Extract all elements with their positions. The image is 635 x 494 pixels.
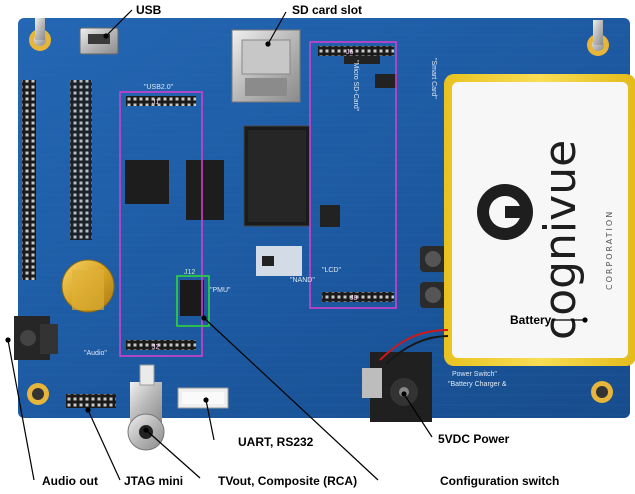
silk-micro-sd: "Micro SD-Card" — [352, 60, 359, 112]
left-header — [22, 80, 36, 280]
silk-lcd: "LCD" — [322, 267, 341, 274]
label-uart: UART, RS232 — [238, 435, 314, 449]
silk-power-switch: Power Switch" — [452, 371, 497, 378]
silk-j12: J12 — [184, 269, 195, 276]
label-sd-card-slot: SD card slot — [292, 3, 363, 17]
silk-j8: J8 — [350, 295, 358, 302]
silk-battery-charger: "Battery Charger & — [448, 381, 507, 388]
silk-j6: J6 — [346, 49, 354, 56]
logo-brand: cognivue — [535, 140, 586, 340]
label-tvout: TVout, Composite (RCA) — [218, 474, 358, 488]
jtag-header — [66, 394, 116, 408]
label-audio-out: Audio out — [42, 474, 98, 488]
battery-pack: cognivue CORPORATION — [444, 74, 635, 366]
silk-j2: J2 — [152, 344, 160, 351]
silk-pmu: "PMU" — [210, 287, 231, 294]
logo-sub: CORPORATION — [605, 210, 614, 290]
label-configuration-switch: Configuration switch — [440, 474, 560, 488]
label-jtag-mini: JTAG mini — [124, 474, 184, 488]
standoffs — [27, 18, 613, 405]
label-5vdc-power: 5VDC Power — [438, 432, 510, 446]
silk-usb20: "USB2.0" — [144, 84, 174, 91]
silk-j1: J1 — [152, 99, 160, 106]
config-outline — [176, 275, 210, 327]
rca-connector — [127, 364, 165, 451]
dip-switch — [180, 280, 204, 316]
silk-nand: "NAND" — [290, 277, 315, 284]
silk-smart-card: "Smart Card" — [430, 58, 437, 99]
label-battery: Battery — [510, 313, 552, 327]
usb20-outline — [119, 91, 203, 357]
lcd-outline — [309, 41, 397, 309]
label-usb: USB — [136, 3, 162, 17]
silk-audio: "Audio" — [84, 350, 107, 357]
